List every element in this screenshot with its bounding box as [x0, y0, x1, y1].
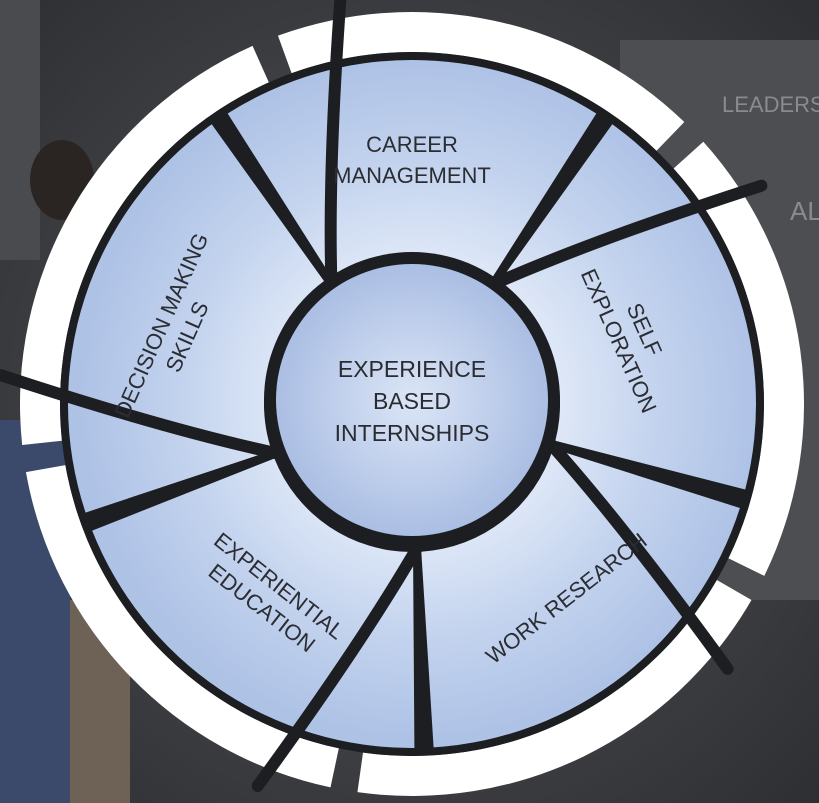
divider-4	[0, 369, 283, 460]
segment-career-management	[227, 60, 597, 280]
segment-dividers	[0, 0, 768, 792]
whiteboard-text-values: ALUE	[790, 196, 819, 226]
outer-ring-arc-self-exploration	[673, 141, 804, 576]
outer-ring-arc-career-management	[277, 11, 685, 151]
center-circle	[276, 264, 548, 536]
outer-ring-arc-experiential-education	[25, 465, 339, 788]
center-hub: EXPERIENCE BASED INTERNSHIPS	[264, 252, 560, 548]
outer-ring	[19, 11, 804, 796]
center-label-line-1: EXPERIENCE	[338, 356, 486, 382]
divider-0	[324, 0, 347, 291]
segment-self-exploration	[498, 124, 756, 490]
whiteboard-text-leaders: LEADERS	[722, 92, 819, 117]
divider-3	[251, 541, 424, 792]
center-label-line-2: BASED	[373, 388, 451, 414]
label-career-management-line-1: CAREER	[366, 132, 458, 157]
center-label-line-3: INTERNSHIPS	[335, 420, 490, 446]
divider-1	[486, 179, 768, 291]
outer-ring-arc-decision-making-skills	[19, 45, 269, 445]
segment-work-research	[421, 448, 740, 748]
outer-ring-arc-work-research	[357, 580, 752, 796]
divider-2	[544, 437, 734, 675]
label-career-management-line-2: MANAGEMENT	[333, 163, 491, 188]
whiteboard-left	[0, 0, 40, 260]
